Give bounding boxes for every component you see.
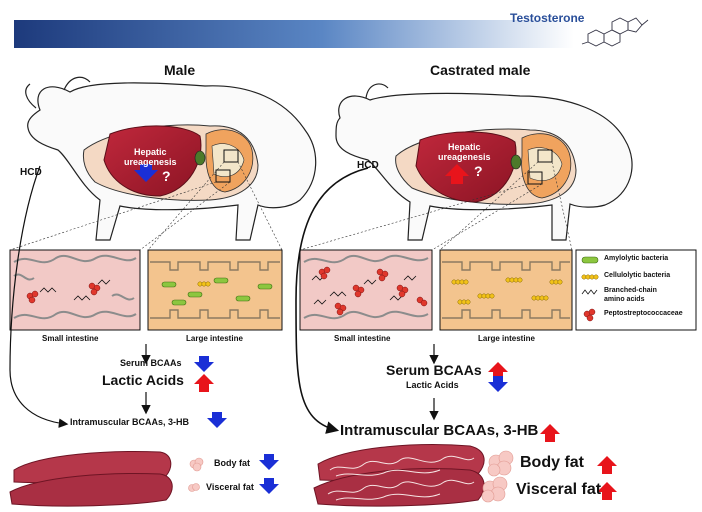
castrated-small-intestine-panel — [299, 249, 433, 331]
castrated-large-intestine-label: Large intestine — [478, 334, 535, 343]
castrated-zoom-lines — [299, 161, 573, 251]
male-meat-icon — [9, 451, 173, 507]
male-liver-label: Hepatic ureagenesis — [124, 147, 177, 167]
hormone-label: Testosterone — [510, 11, 585, 25]
male-zoom-lines — [9, 161, 283, 251]
male-hcd-label: HCD — [20, 167, 42, 178]
castrated-small-intestine-label: Small intestine — [334, 334, 391, 343]
red-cluster-icon — [583, 308, 596, 322]
castrated-liver-question: ? — [474, 163, 483, 179]
zigzag-molecule-icon — [581, 289, 598, 295]
legend-box — [575, 249, 697, 331]
male-body-fat-label: Body fat — [214, 458, 250, 468]
male-body-fat-blob-icon — [189, 457, 204, 472]
castrated-liver-up-arrow-icon — [445, 164, 469, 184]
male-serum-bcaa-label: Serum BCAAs — [120, 358, 182, 368]
castrated-title: Castrated male — [430, 62, 531, 78]
male-serum-bcaa-down-arrow — [194, 356, 214, 372]
legend-item-amylolytic: Amylolytic bacteria — [604, 255, 669, 262]
castrated-visceral-up-arrow — [597, 482, 617, 500]
male-small-intestine-label: Small intestine — [42, 334, 99, 343]
castrated-hcd-arrow — [295, 167, 369, 434]
male-title: Male — [164, 62, 196, 78]
castrated-serum-bcaa-label: Serum BCAAs — [386, 362, 482, 378]
legend-item-cellulolytic: Cellulolytic bacteria — [604, 272, 671, 279]
male-liver — [103, 125, 202, 197]
yellow-chain-icon — [581, 274, 599, 280]
male-bodyfat-down-arrow — [259, 454, 279, 470]
castrated-body-fat-blob-icon — [487, 450, 514, 477]
castrated-intramuscular-up-arrow — [540, 424, 560, 442]
male-intramuscular-label: Intramuscular BCAAs, 3-HB — [70, 417, 190, 427]
male-large-intestine-panel — [147, 249, 283, 331]
castrated-meat-icon — [313, 444, 485, 507]
castrated-visceral-fat-blob-icon — [481, 476, 508, 503]
castrated-lactic-down-arrow — [488, 376, 508, 392]
header-band — [14, 20, 574, 48]
male-small-intestine-panel — [9, 249, 141, 331]
male-liver-question: ? — [162, 168, 171, 184]
male-lactic-acids-label: Lactic Acids — [102, 372, 184, 388]
male-intramuscular-down-arrow — [207, 412, 227, 428]
male-lactic-up-arrow — [194, 374, 214, 392]
castrated-bodyfat-up-arrow — [597, 456, 617, 474]
castrated-lactic-acids-label: Lactic Acids — [406, 380, 459, 390]
castrated-liver-label: Hepatic ureagenesis — [438, 142, 491, 162]
castrated-large-intestine-panel — [439, 249, 573, 331]
castrated-hcd-label: HCD — [357, 160, 379, 171]
male-hcd-arrow — [9, 165, 69, 428]
castrated-organ-section — [395, 128, 577, 205]
testosterone-structure-icon — [581, 17, 649, 47]
castrated-intramuscular-label: Intramuscular BCAAs, 3-HB — [340, 422, 539, 439]
male-visceral-fat-label: Visceral fat — [206, 482, 254, 492]
male-large-intestine-label: Large intestine — [186, 334, 243, 343]
legend-item-bcaa: Branched-chain amino acids — [604, 287, 657, 303]
castrated-liver — [415, 131, 517, 203]
male-organ-section — [82, 124, 259, 201]
male-visceral-down-arrow — [259, 478, 279, 494]
castrated-visceral-fat-label: Visceral fat — [516, 481, 602, 498]
castrated-serum-bcaa-up-arrow — [488, 362, 508, 380]
legend-item-peptostreptococcaceae: Peptostreptococcaceae — [604, 310, 683, 317]
male-visceral-fat-blob-icon — [188, 483, 200, 492]
male-liver-down-arrow-icon — [134, 164, 158, 182]
green-capsule-icon — [581, 256, 599, 264]
castrated-body-fat-label: Body fat — [520, 454, 584, 471]
